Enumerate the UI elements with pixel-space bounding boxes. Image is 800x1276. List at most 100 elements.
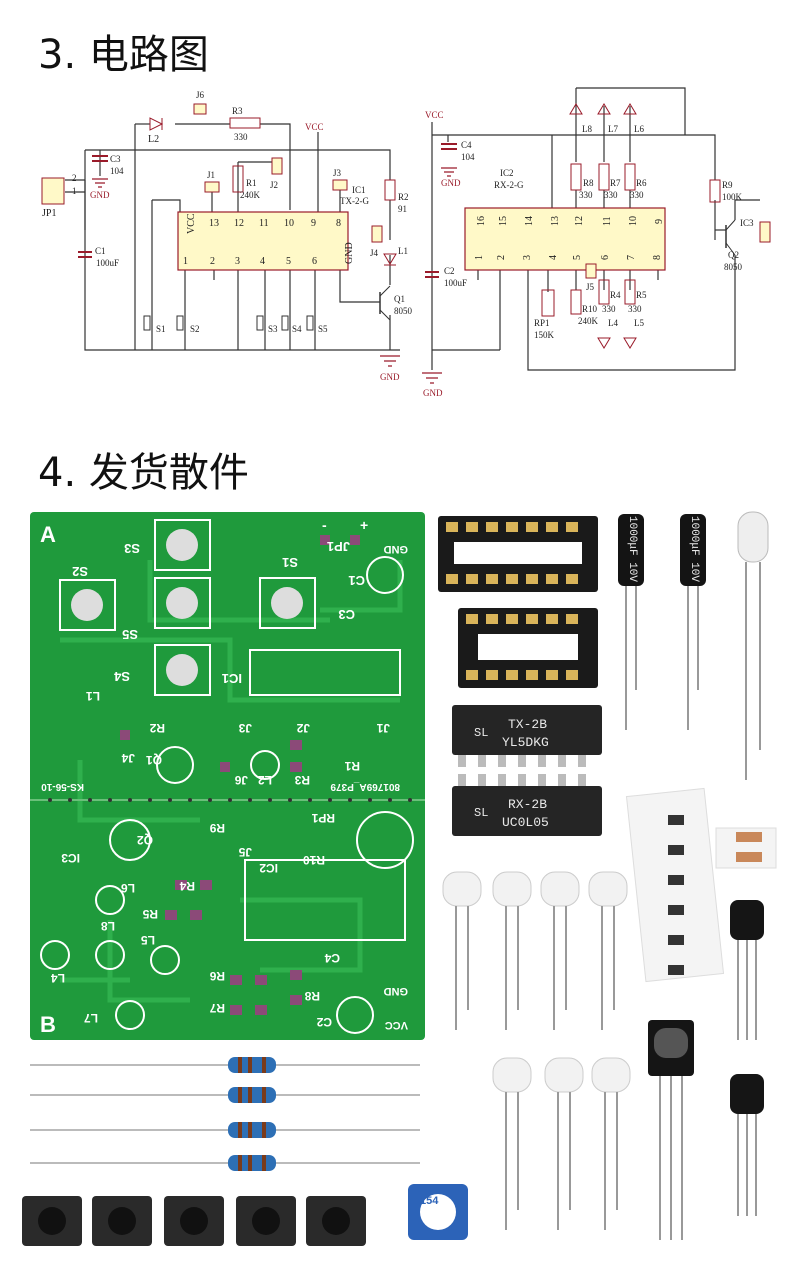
pcb-label: R5	[142, 907, 158, 921]
pcb-label: S1	[282, 555, 298, 570]
r10-label: R10	[582, 304, 598, 314]
ic1-pin-top: 12	[234, 218, 244, 229]
pcb-corner-a: A	[40, 522, 56, 547]
pcb-label: L4	[51, 971, 65, 985]
pcb-label: J4	[121, 751, 135, 765]
r2-label: R2	[398, 192, 409, 202]
ic2-pin-top: 13	[550, 216, 561, 226]
ic2-pin-bottom: 8	[652, 255, 663, 260]
r4-label: R4	[610, 290, 621, 300]
pcb-label: R6	[209, 969, 225, 983]
pcb-label: Q1	[146, 753, 162, 767]
pcb-label: R10	[303, 853, 325, 867]
ic-socket-16pin	[438, 516, 598, 592]
pcb-board-code: 801769A_P379	[330, 781, 400, 792]
pcb-label: L1	[86, 689, 100, 703]
l4-label: L4	[608, 318, 618, 328]
pcb-label: RP1	[311, 811, 335, 825]
c1-value: 100uF	[96, 258, 119, 268]
pcb-label: S2	[72, 564, 88, 579]
ic1-pin-bottom: GND	[344, 242, 355, 264]
chip-brand: SL	[474, 806, 488, 820]
led-label: L7	[608, 124, 618, 134]
pcb-silkscreen: A B KS-56-10 801769A_P379 S3 S2 S1 S5 S4…	[40, 517, 408, 1037]
r7-label: R7	[610, 178, 621, 188]
pcb-label: J2	[296, 721, 310, 735]
r6-label: R6	[636, 178, 647, 188]
ic1-pin-bottom: 1	[183, 256, 188, 267]
j5-label: J5	[586, 282, 595, 292]
rx-chip: SL RX-2B UC0L05	[452, 774, 602, 836]
ic2-pin-bottom: 4	[548, 255, 559, 260]
r9-label: R9	[722, 180, 733, 190]
ic2-pin-bottom: 1	[474, 255, 485, 260]
r3-value: 330	[234, 132, 248, 142]
r3-label: R3	[232, 106, 243, 116]
r1-label: R1	[246, 178, 257, 188]
jp1-connector	[41, 177, 65, 205]
c4-label: C4	[461, 140, 472, 150]
circuit-schematic: VCC 13 12 11 10 9 8 1 2 3 4 5 6 GND JP1 …	[41, 87, 771, 398]
ic1-pin-top: 11	[259, 218, 269, 229]
pcb-label: L8	[101, 919, 115, 933]
ic1-pin-top: 8	[336, 218, 341, 229]
jp1-pin2: 2	[72, 173, 77, 183]
r1-value: 240K	[240, 190, 261, 200]
pcb-label: S3	[124, 541, 140, 556]
tx-switches: S1 S2 S3 S4 S5	[143, 315, 328, 334]
section-label: 电路图	[88, 32, 209, 78]
ic1-pin-bottom: 6	[312, 256, 317, 267]
ic-socket-14pin	[458, 608, 598, 688]
q2-value: 8050	[724, 262, 743, 272]
ic2-pin-bottom: 6	[600, 255, 611, 260]
cap-marking: 1000μF 10V	[626, 516, 638, 582]
ic2-pin-top: 9	[654, 219, 665, 224]
pcb-label: R4	[179, 879, 195, 893]
pcb-label: R1	[344, 759, 360, 773]
ic1-pins: VCC 13 12 11 10 9 8 1 2 3 4 5 6 GND	[183, 213, 355, 267]
ic1-pin-top: 13	[209, 218, 219, 229]
j2-label: J2	[270, 180, 278, 190]
section-number: 3.	[38, 32, 77, 78]
r8-label: R8	[583, 178, 594, 188]
ir-receiver	[648, 1020, 694, 1240]
switch-label: S2	[190, 324, 200, 334]
led-label: L8	[582, 124, 592, 134]
cap-marking: 1000μF 10V	[688, 516, 700, 582]
c4-value: 104	[461, 152, 475, 162]
q2-label: Q2	[728, 250, 739, 260]
pcb-label: C4	[324, 951, 340, 965]
pcb-label: J3	[238, 721, 252, 735]
ic2-label: IC2	[500, 168, 514, 178]
rx-top-leds: L8 L7 L6	[569, 103, 644, 134]
tx-wires	[65, 123, 400, 351]
c2-value: 100uF	[444, 278, 467, 288]
pcb-label: GND	[384, 985, 409, 997]
gnd-label: GND	[423, 388, 443, 398]
led-label: L6	[634, 124, 644, 134]
gnd-label: GND	[441, 178, 461, 188]
pcb-label: IC2	[259, 861, 278, 875]
transistors	[730, 900, 764, 1216]
pcb-label: R2	[149, 721, 165, 735]
pcb-label: J5	[238, 845, 252, 859]
r2-value: 91	[398, 204, 407, 214]
l5-label: L5	[634, 318, 644, 328]
ic2-pin-top: 12	[574, 216, 585, 226]
pcb-label: Q2	[137, 833, 153, 847]
ic2-pin-top: 15	[498, 216, 509, 226]
ic3-label: IC3	[740, 218, 754, 228]
gnd-label: GND	[90, 190, 110, 200]
c1-label: C1	[95, 246, 106, 256]
j3-label: J3	[333, 168, 342, 178]
l1-label: L1	[398, 246, 408, 256]
ic1-pin-bottom: 5	[286, 256, 291, 267]
switch-label: S1	[156, 324, 166, 334]
jp1-pin1: 1	[72, 186, 77, 196]
ic1-label: IC1	[352, 185, 366, 195]
r6-value: 330	[630, 190, 644, 200]
pcb-polarity-minus: -	[322, 517, 327, 533]
section-circuit-title: 3. 电路图	[38, 22, 209, 80]
pcb-label: R9	[209, 821, 225, 835]
